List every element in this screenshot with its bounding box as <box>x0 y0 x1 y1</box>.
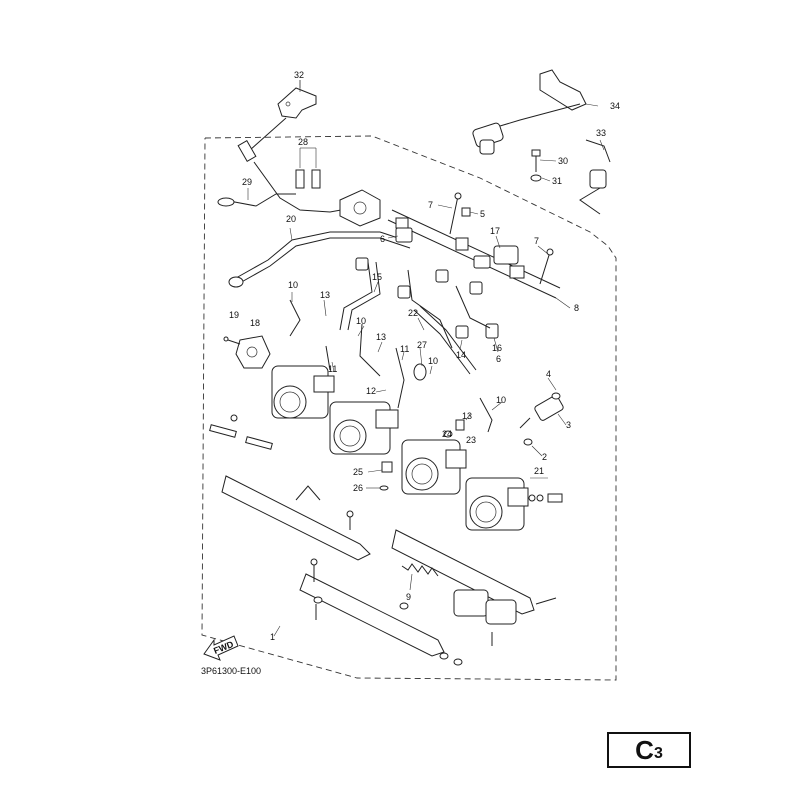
part-5-clip <box>461 207 471 217</box>
callout-10c: 10 <box>428 356 438 366</box>
callout-20: 20 <box>286 214 296 224</box>
callout-10b: 10 <box>356 316 366 326</box>
callout-5: 5 <box>480 209 485 219</box>
part-3-fuel-injector <box>519 395 564 429</box>
callout-27: 27 <box>417 340 427 350</box>
callout-11a: 11 <box>400 344 409 354</box>
part-30-bolt <box>531 149 541 172</box>
callout-17: 17 <box>490 226 500 236</box>
callout-29: 29 <box>242 177 252 187</box>
part-32-bracket <box>277 80 317 119</box>
callout-9: 9 <box>406 592 411 602</box>
lower-linkage-plate <box>299 529 535 657</box>
callout-32: 32 <box>294 70 304 80</box>
part-2-o-ring <box>523 438 533 446</box>
fwd-label: FWD <box>212 639 235 656</box>
callout-28: 28 <box>298 137 308 147</box>
callout-leader-lines <box>247 80 605 637</box>
callout-13c: 13 <box>462 411 472 421</box>
lower-hoses <box>289 299 493 433</box>
part-4-o-ring <box>551 392 561 400</box>
callout-23: 23 <box>466 435 476 445</box>
part-29-throttle-cable <box>217 117 353 213</box>
callout-6b: 6 <box>496 354 501 364</box>
callout-34: 34 <box>610 101 620 111</box>
callout-14: 14 <box>456 350 466 360</box>
throttle-body-2 <box>329 401 399 455</box>
callout-3: 3 <box>566 420 571 430</box>
page-badge: C 3 <box>607 732 691 768</box>
assembly-boundary <box>201 135 617 681</box>
callout-19: 19 <box>229 310 239 320</box>
part-9-spring <box>401 563 439 577</box>
callout-26: 26 <box>353 483 363 493</box>
callout-21: 21 <box>534 466 544 476</box>
small-fittings <box>379 363 465 491</box>
callout-12: 12 <box>366 386 376 396</box>
callout-18: 18 <box>250 318 260 328</box>
callout-4: 4 <box>546 369 551 379</box>
part-18-throttle-position-sensor <box>235 335 271 369</box>
throttle-body-3 <box>401 439 467 495</box>
throttle-body-4 <box>465 477 529 531</box>
callout-2: 2 <box>542 452 547 462</box>
callout-24: 24 <box>442 429 452 439</box>
callout-33: 33 <box>596 128 606 138</box>
vacuum-hoses <box>339 257 491 375</box>
part-6-fittings <box>395 227 499 339</box>
page-badge-number: 3 <box>653 745 663 762</box>
callout-numbers: 32 34 33 28 30 31 29 7 5 20 6 17 7 15 10… <box>229 70 620 642</box>
part-7-bolts <box>449 192 554 285</box>
part-31-washer <box>530 174 542 182</box>
callout-10a: 10 <box>288 280 298 290</box>
callout-15: 15 <box>372 272 382 282</box>
callout-16: 16 <box>492 343 502 353</box>
page-badge-letter: C <box>635 735 654 765</box>
callout-10d: 10 <box>496 395 506 405</box>
part-34-connector-bracket <box>472 69 587 155</box>
lower-bolts <box>310 558 557 666</box>
throttle-body-1 <box>271 365 335 419</box>
callout-13b: 13 <box>376 332 386 342</box>
callout-7a: 7 <box>428 200 433 210</box>
part-33-sensor <box>579 139 611 215</box>
part-19-screw <box>223 336 241 345</box>
part-21-screw-set <box>528 477 563 503</box>
callout-1: 1 <box>270 632 275 642</box>
callout-22: 22 <box>408 308 418 318</box>
part-17-injector <box>473 245 519 269</box>
part-8-fuel-rail <box>387 209 561 299</box>
throttle-pulley-bracket <box>339 189 381 227</box>
callout-8: 8 <box>574 303 579 313</box>
fwd-direction-icon: FWD <box>203 635 239 661</box>
callout-11b: 11 <box>328 364 337 374</box>
callout-13a: 13 <box>320 290 330 300</box>
callout-6a: 6 <box>380 234 385 244</box>
left-manifold-plate <box>209 414 371 561</box>
drawing-code: 3P61300-E100 <box>201 666 261 676</box>
callout-31: 31 <box>552 176 562 186</box>
callout-25: 25 <box>353 467 363 477</box>
callout-30: 30 <box>558 156 568 166</box>
callout-7b: 7 <box>534 236 539 246</box>
part-28-cable-adjusters <box>295 147 321 189</box>
part-20-cable <box>228 231 411 288</box>
